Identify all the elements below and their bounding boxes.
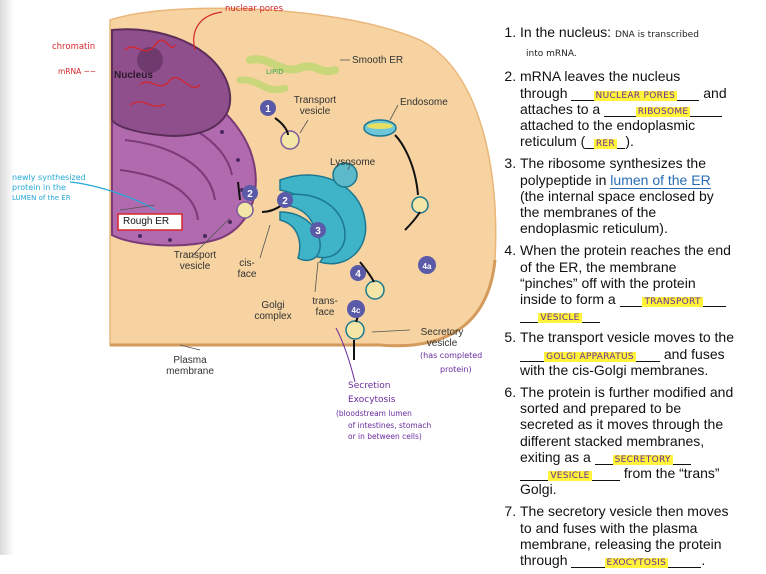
hand-bloodstream-2: of intestines, stomach bbox=[348, 421, 432, 430]
blank-golgi: GOLGI APPARATUS bbox=[520, 346, 660, 362]
vesicle-lower-right bbox=[365, 280, 385, 300]
blank-vesicle-1: VESICLE bbox=[520, 307, 600, 324]
steps-list: In the nucleus: DNA is transcribed into … bbox=[498, 24, 760, 574]
hand-newly-synth-3: LUMEN of the ER bbox=[12, 194, 71, 202]
hand-mrna: mRNA ~~ bbox=[58, 67, 97, 76]
blank-ribosome: RIBOSOME bbox=[604, 101, 723, 117]
step-badge-1: 1 bbox=[265, 104, 271, 115]
hand-nuclear-pores: nuclear pores bbox=[225, 4, 284, 14]
hand-has-completed-1: (has completed bbox=[420, 351, 483, 360]
cell-diagram-svg: 1 2 2 3 4 4a 4c bbox=[69, 7, 497, 383]
smooth-er bbox=[246, 55, 339, 76]
step-2: mRNA leaves the nucleus through NUCLEAR … bbox=[520, 68, 760, 150]
transport-vesicle-top bbox=[280, 130, 300, 150]
blank-vesicle-2: VESICLE bbox=[520, 465, 620, 482]
hand-secretion: Secretion bbox=[348, 381, 391, 391]
hand-bloodstream-1: (bloodstream lumen bbox=[336, 409, 412, 418]
label-endosome: Endosome bbox=[400, 97, 448, 108]
label-lysosome: Lysosome bbox=[330, 157, 376, 168]
page-edge-shadow bbox=[0, 0, 14, 555]
cell-diagram: 1 2 2 3 4 4a 4c Nucleus Smooth ER Transp… bbox=[12, 4, 497, 441]
vesicle-right bbox=[411, 196, 429, 214]
hand-newly-synth-1: newly synthesized bbox=[12, 173, 86, 182]
label-trans-face: trans-face bbox=[312, 296, 338, 318]
label-cis-face: cis-face bbox=[237, 258, 257, 280]
step-4: When the protein reaches the end of the … bbox=[520, 242, 760, 324]
step-badge-4c: 4c bbox=[352, 306, 361, 315]
step-badge-2b: 2 bbox=[282, 196, 288, 207]
step-badge-2: 2 bbox=[247, 189, 253, 200]
hand-bloodstream-3: or in between cells) bbox=[348, 432, 422, 441]
arrow-1 bbox=[274, 117, 289, 136]
label-rough-er: Rough ER bbox=[123, 216, 170, 227]
lysosome bbox=[332, 162, 358, 188]
arrow-2 bbox=[237, 181, 241, 201]
blank-exocytosis: EXOCYTOSIS bbox=[571, 552, 702, 569]
arrow-4b bbox=[394, 134, 419, 196]
step-3: The ribosome synthesizes the polypeptide… bbox=[520, 155, 760, 236]
blank-transport: TRANSPORT bbox=[619, 291, 726, 308]
hand-chromatin: chromatin bbox=[52, 42, 96, 52]
step-6: The protein is further modified and sort… bbox=[520, 384, 760, 497]
arrow-4a bbox=[404, 211, 421, 231]
transport-vesicle-bottom bbox=[236, 201, 254, 219]
step-5: The transport vesicle moves to the GOLGI… bbox=[520, 329, 760, 378]
blank-secretory: SECRETORY bbox=[594, 449, 691, 465]
step-badge-4a: 4a bbox=[423, 262, 432, 271]
step-badge-3: 3 bbox=[315, 226, 321, 237]
blank-rer: RER bbox=[585, 133, 626, 150]
step-7: The secretory vesicle then moves to and … bbox=[520, 503, 760, 569]
lumen-link[interactable]: lumen of the ER bbox=[610, 171, 711, 189]
secretory-vesicle bbox=[345, 320, 365, 340]
step-1: In the nucleus: DNA is transcribed into … bbox=[520, 24, 760, 62]
hand-lipid: LIPID bbox=[266, 68, 284, 76]
chromatin-scribble bbox=[124, 39, 201, 107]
label-nucleus: Nucleus bbox=[114, 70, 153, 81]
plasma-membrane bbox=[110, 259, 497, 348]
hand-exocytosis: Exocytosis bbox=[348, 395, 396, 405]
label-smooth-er: Smooth ER bbox=[352, 55, 404, 66]
rough-er-box bbox=[117, 213, 183, 231]
step-badge-4: 4 bbox=[355, 269, 361, 280]
hand-has-completed-2: protein) bbox=[440, 365, 472, 374]
hand-newly-synth-2: protein in the bbox=[12, 183, 66, 192]
blank-nuclear-pores: NUCLEAR PORES bbox=[571, 85, 700, 101]
arrow-4 bbox=[359, 261, 375, 283]
